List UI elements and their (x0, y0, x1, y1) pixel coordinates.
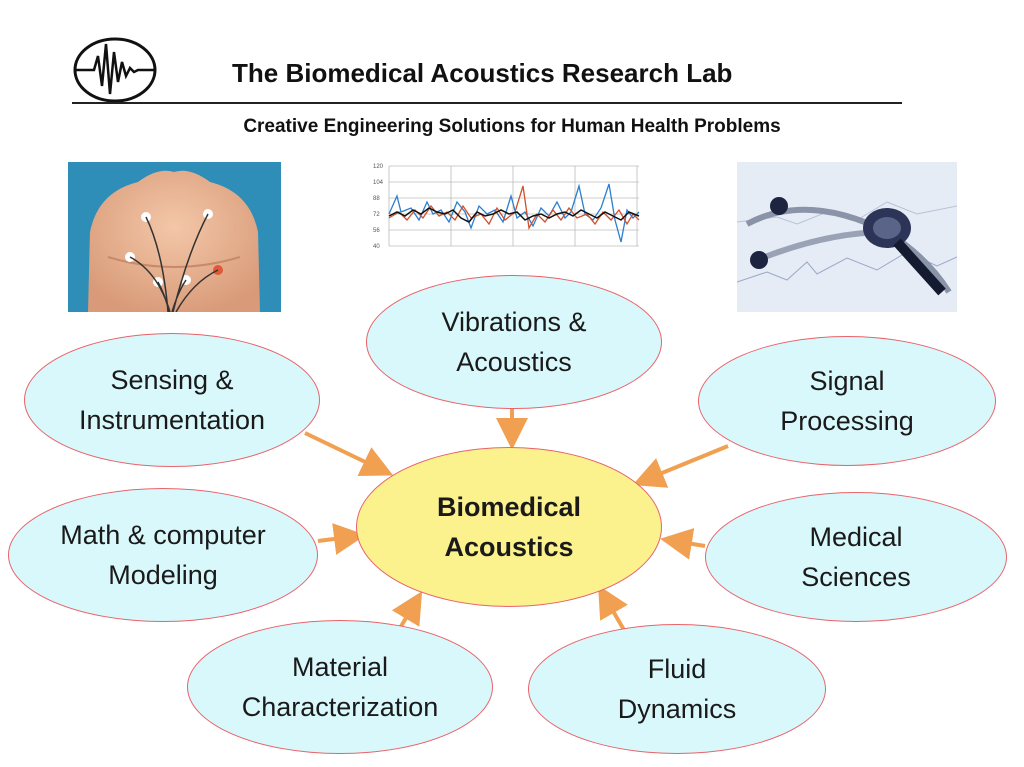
title-divider (72, 102, 902, 104)
page-subtitle: Creative Engineering Solutions for Human… (243, 116, 781, 137)
node-material-characterization: Material Characterization (187, 620, 493, 754)
arrow-fluid (597, 585, 628, 632)
node-signal-processing: Signal Processing (698, 336, 996, 466)
node-fluid-dynamics: Fluid Dynamics (528, 624, 826, 754)
chart-tick-88: 88 (373, 196, 380, 202)
chart-tick-40: 40 (373, 244, 380, 250)
ecg-electrodes-chest-photo (68, 162, 281, 312)
arrow-medical (660, 528, 706, 560)
chart-tick-56: 56 (373, 228, 380, 234)
node-math-modeling: Math & computer Modeling (8, 488, 318, 622)
chart-tick-120: 120 (373, 164, 384, 170)
node-biomedical-acoustics: Biomedical Acoustics (356, 447, 662, 607)
arrow-signal (632, 444, 729, 488)
arrow-math (317, 523, 366, 555)
chart-tick-72: 72 (373, 212, 380, 218)
page-title: The Biomedical Acoustics Research Lab (232, 58, 733, 88)
arrow-sensing (304, 431, 394, 477)
lab-logo (72, 36, 158, 104)
signal-trace-chart: 120 104 88 72 56 40 (371, 162, 641, 254)
node-medical-sciences: Medical Sciences (705, 492, 1007, 622)
waveform-logo-icon (73, 37, 157, 103)
node-sensing-instrumentation: Sensing & Instrumentation (24, 333, 320, 467)
arrow-material (391, 591, 423, 630)
stethoscope-photo (737, 162, 957, 312)
chart-tick-104: 104 (373, 180, 384, 186)
node-vibrations-acoustics: Vibrations & Acoustics (366, 275, 662, 409)
